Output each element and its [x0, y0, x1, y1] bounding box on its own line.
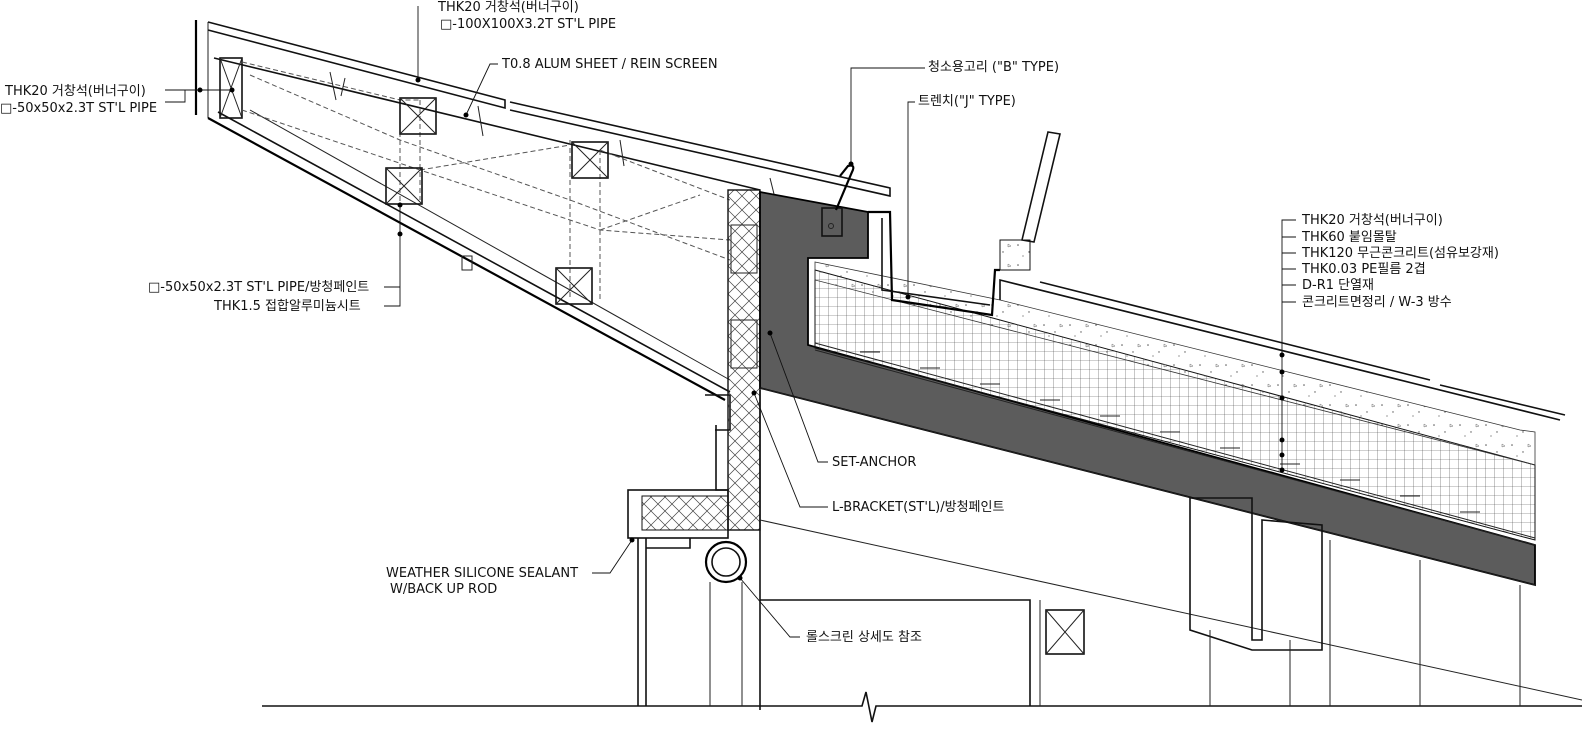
- window-frame: [627, 489, 729, 706]
- pipe-100-box: [399, 97, 437, 135]
- concrete-slab: [759, 190, 1536, 587]
- interior-structure: [759, 497, 1582, 706]
- label-roof-layer-2: THK60 붙임몰탈: [1301, 230, 1397, 245]
- wall-insulation: [715, 189, 761, 710]
- label-roof-layer-6: 콘크리트면정리 / W-3 방수: [1302, 295, 1452, 310]
- roof-layers: [814, 261, 1566, 546]
- label-trench: 트렌치("J" TYPE): [918, 94, 1016, 109]
- label-roof-layer-1: THK20 거창석(버너구이): [1301, 213, 1443, 228]
- cleaning-hook: [821, 164, 855, 237]
- label-thk20-top: THK20 거창석(버너구이): [437, 0, 579, 15]
- label-sealant-2: W/BACK UP ROD: [390, 582, 497, 597]
- ground-line: [262, 691, 1582, 723]
- label-roll-screen: 롤스크린 상세도 참조: [806, 630, 922, 645]
- roll-screen: [704, 540, 748, 706]
- label-pipe-50-paint: □-50x50x2.3T ST'L PIPE/방청페인트: [148, 280, 369, 295]
- annotation-labels: THK20 거창석(버너구이) □-100X100X3.2T ST'L PIPE…: [0, 0, 1499, 645]
- label-alum-sheet: T0.8 ALUM SHEET / REIN SCREEN: [501, 57, 718, 72]
- trench-j-type: [868, 131, 1061, 317]
- label-cleaning-hook: 청소용고리 ("B" TYPE): [928, 60, 1059, 75]
- label-thk20-left: THK20 거창석(버너구이): [4, 84, 146, 99]
- label-roof-layer-5: D-R1 단열재: [1302, 278, 1374, 293]
- canopy-overhang: [194, 20, 891, 431]
- label-set-anchor: SET-ANCHOR: [832, 455, 916, 470]
- label-pipe-100: □-100X100X3.2T ST'L PIPE: [440, 17, 616, 32]
- label-pipe-50-left: □-50x50x2.3T ST'L PIPE: [0, 101, 157, 116]
- leader-lines: [165, 6, 1296, 638]
- label-roof-layer-3: THK120 무근콘크리트(섬유보강재): [1301, 246, 1499, 261]
- label-thk15-alu: THK1.5 접합알루미늄시트: [213, 299, 361, 314]
- label-roof-layer-4: THK0.03 PE필름 2겹: [1301, 262, 1426, 277]
- label-sealant-1: WEATHER SILICONE SEALANT: [386, 566, 578, 581]
- label-l-bracket: L-BRACKET(ST'L)/방청페인트: [832, 500, 1004, 515]
